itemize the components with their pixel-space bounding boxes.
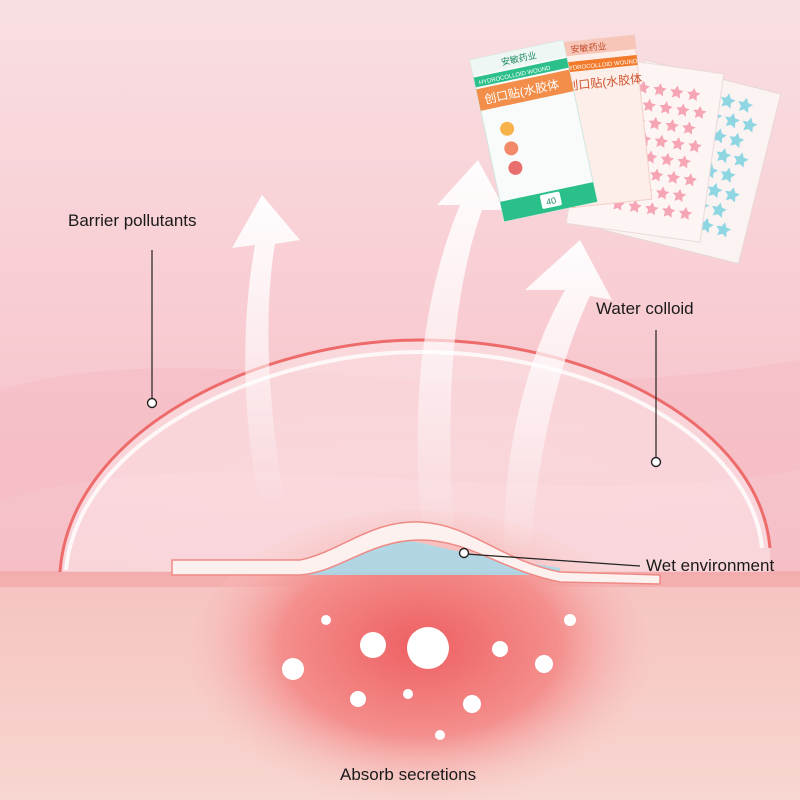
patch-film bbox=[171, 521, 661, 585]
leader-dot-barrier bbox=[146, 397, 158, 409]
dome-outline bbox=[58, 338, 772, 573]
star-patch bbox=[688, 139, 702, 153]
bubble bbox=[321, 615, 331, 625]
package-band bbox=[559, 54, 638, 73]
package-count: 40 bbox=[545, 195, 557, 207]
package-feature-icon bbox=[504, 141, 519, 156]
bubble bbox=[535, 655, 553, 673]
star-patch bbox=[642, 98, 656, 112]
arrow-middle bbox=[417, 160, 505, 545]
bubble bbox=[282, 658, 304, 680]
package-feature-icon bbox=[508, 160, 523, 175]
star-patch bbox=[733, 152, 749, 168]
package-title-bar bbox=[476, 69, 574, 111]
star-patch bbox=[742, 117, 758, 133]
bubble bbox=[564, 614, 576, 626]
star-patch bbox=[656, 186, 670, 200]
arrow-left bbox=[232, 195, 300, 510]
star-patch bbox=[716, 222, 732, 238]
star-patch bbox=[725, 187, 740, 203]
dome-highlight bbox=[64, 349, 764, 571]
bubble bbox=[350, 691, 366, 707]
bubble bbox=[435, 730, 445, 740]
package-band bbox=[473, 57, 569, 88]
leader-wet bbox=[465, 553, 641, 567]
upward-arrows bbox=[232, 160, 612, 560]
label-water-colloid: Water colloid bbox=[596, 299, 694, 318]
star-patch bbox=[687, 87, 701, 102]
star-patch bbox=[716, 147, 732, 164]
star-patch bbox=[650, 168, 664, 182]
star-patch bbox=[678, 206, 693, 221]
star-patch bbox=[677, 155, 691, 169]
water-colloid-dome bbox=[60, 340, 770, 572]
package-top bbox=[469, 40, 567, 76]
bubble bbox=[360, 632, 386, 658]
star-patch bbox=[698, 217, 714, 234]
star-patch bbox=[645, 202, 659, 216]
package-brand: 安敏药业 bbox=[570, 40, 607, 55]
label-barrier-pollutants: Barrier pollutants bbox=[68, 211, 197, 230]
star-patch bbox=[682, 121, 696, 135]
star-patch bbox=[665, 119, 679, 133]
star-patch bbox=[672, 188, 687, 203]
star-patch bbox=[676, 103, 690, 117]
star-patch bbox=[720, 167, 736, 183]
star-patch bbox=[712, 202, 727, 218]
star-patch bbox=[712, 128, 727, 144]
star-patch bbox=[659, 101, 673, 115]
secretion-bubbles bbox=[282, 614, 576, 740]
star-patch bbox=[729, 132, 745, 148]
star-patch bbox=[662, 204, 676, 218]
star-patch bbox=[654, 134, 669, 148]
star-patch bbox=[725, 113, 740, 129]
star-patch bbox=[611, 197, 625, 211]
label-wet-environment: Wet environment bbox=[646, 556, 775, 575]
package-count-badge bbox=[540, 191, 562, 209]
star-patch bbox=[653, 83, 667, 97]
star-patch bbox=[707, 182, 723, 199]
package-feature-icon bbox=[500, 121, 515, 136]
bubble bbox=[403, 689, 413, 699]
star-patch bbox=[666, 170, 681, 184]
star-patch bbox=[670, 85, 684, 99]
bubble bbox=[407, 627, 449, 669]
leader-dot-water bbox=[650, 456, 662, 468]
star-patch bbox=[671, 137, 685, 151]
bubble bbox=[463, 695, 481, 713]
bubble bbox=[492, 641, 508, 657]
star-patch bbox=[660, 152, 675, 166]
star-patch bbox=[683, 173, 697, 187]
leader-dot-wet bbox=[458, 547, 470, 559]
product-packages: 安敏药业 HYDROCOLLOID WOUND 创口贴(水胶体 40 安敏药业 … bbox=[469, 34, 782, 265]
star-patch bbox=[738, 97, 753, 113]
arrow-right bbox=[504, 240, 612, 560]
star-patch bbox=[648, 116, 663, 130]
package-green: 安敏药业 HYDROCOLLOID WOUND 创口贴(水胶体 40 bbox=[469, 39, 598, 222]
star-patch bbox=[720, 93, 736, 109]
star-patch bbox=[628, 199, 642, 213]
star-patch bbox=[693, 105, 707, 120]
label-absorb-secretions: Absorb secretions bbox=[340, 765, 477, 784]
